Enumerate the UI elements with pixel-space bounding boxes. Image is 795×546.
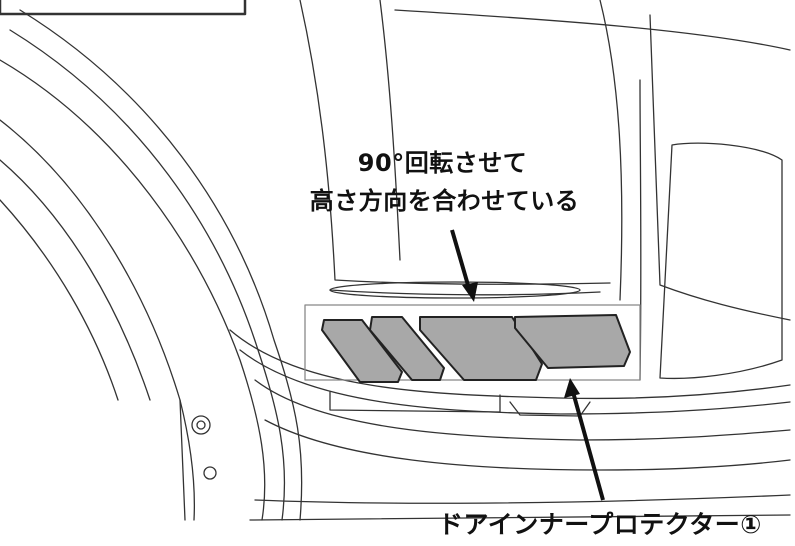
callout-rotation-line1: 90°回転させて bbox=[357, 149, 528, 177]
empty-box-frame bbox=[0, 0, 247, 16]
protector-pad-1 bbox=[321, 319, 403, 383]
protector-pad-4 bbox=[514, 314, 631, 369]
callout-part-name: ドアインナープロテクター① bbox=[438, 510, 762, 539]
protector-pad-2 bbox=[369, 316, 445, 381]
protector-pad-3 bbox=[419, 316, 543, 381]
arrow-lower bbox=[571, 391, 605, 501]
callout-rotation-line2: 高さ方向を合わせている bbox=[309, 187, 580, 215]
arrow-upper bbox=[450, 229, 472, 293]
